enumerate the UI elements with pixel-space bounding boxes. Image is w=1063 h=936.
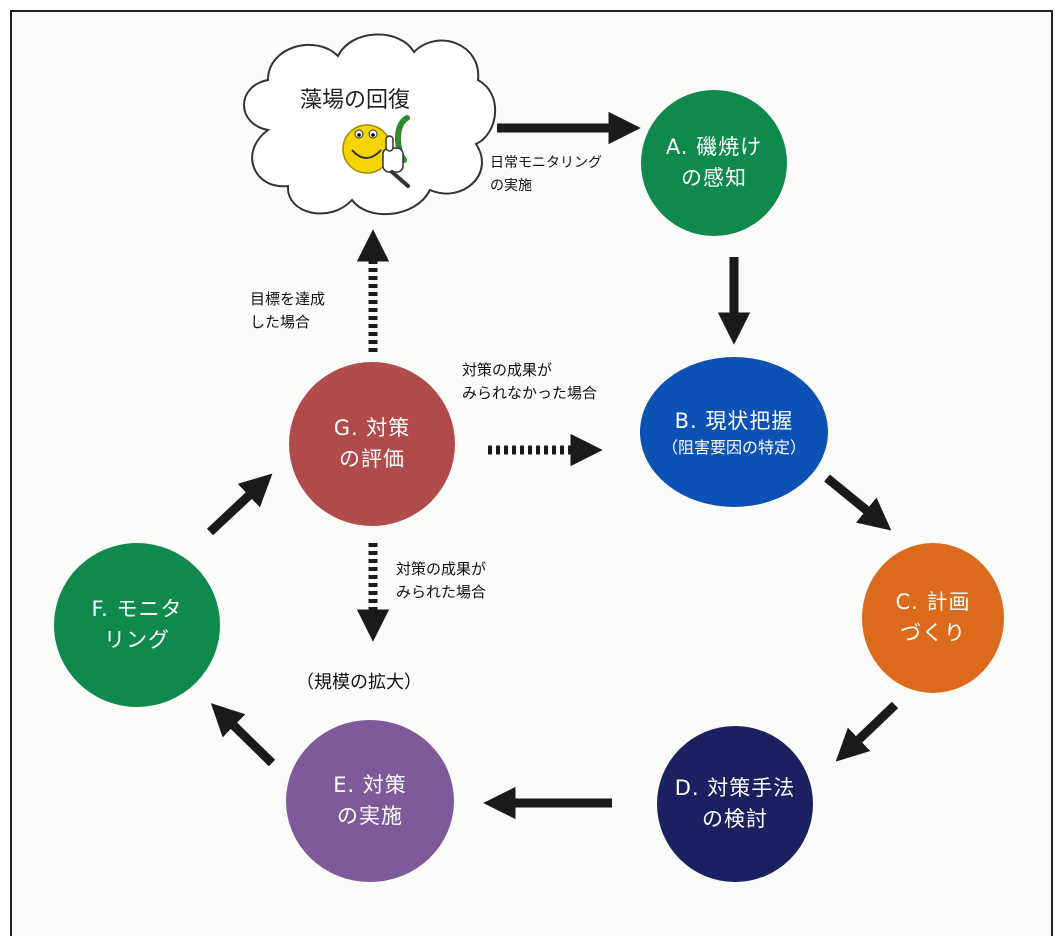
goal-cloud: [243, 33, 496, 216]
node-f-line1: F. モニタ: [91, 597, 183, 621]
node-c-planning: C. 計画 づくり: [862, 543, 1004, 693]
node-c-line1: C. 計画: [895, 590, 971, 614]
label-result-seen: 対策の成果が みられた場合: [396, 558, 486, 604]
arrow-c-to-d: [835, 701, 899, 762]
diagram-frame: [10, 10, 1053, 936]
node-g-line1: G. 対策: [333, 416, 411, 440]
node-d-line2: の検討: [702, 807, 768, 831]
label-result-seen-line2: みられた場合: [396, 583, 487, 601]
label-goal-achieved-line1: 目標を達成: [250, 290, 326, 308]
label-daily-monitoring-line2: の実施: [490, 178, 532, 194]
arrow-e-to-f: [210, 703, 276, 767]
label-no-result: 対策の成果が みられなかった場合: [462, 359, 597, 405]
label-scale-up: （規模の拡大）: [296, 672, 422, 693]
node-f-monitoring: F. モニタ リング: [54, 543, 220, 707]
node-b-status-assessment: B. 現状把握 （阻害要因の特定）: [640, 357, 828, 507]
node-d-line1: D. 対策手法: [674, 776, 796, 800]
node-a-line2: の感知: [681, 166, 747, 190]
arrow-b-to-c: [824, 474, 892, 531]
node-b-line1: B. 現状把握: [674, 408, 794, 433]
node-f-line2: リング: [104, 628, 170, 652]
smiley-thumbs-up-icon: [342, 115, 410, 188]
node-e-line2: の実施: [337, 804, 403, 828]
node-e-implementation: E. 対策 の実施: [286, 720, 454, 882]
arrow-f-to-g: [206, 473, 273, 536]
node-g-evaluation: G. 対策 の評価: [289, 362, 455, 526]
label-goal-achieved-line2: した場合: [250, 313, 311, 331]
label-goal-achieved: 目標を達成 した場合: [250, 288, 325, 334]
label-daily-monitoring-line1: 日常モニタリング: [490, 155, 602, 171]
label-daily-monitoring: 日常モニタリング の実施: [490, 152, 602, 198]
label-result-seen-line1: 対策の成果が: [396, 560, 487, 578]
label-no-result-line1: 対策の成果が: [462, 361, 553, 379]
goal-title: 藻場の回復: [299, 88, 410, 113]
node-a-detection: A. 磯焼け の感知: [641, 90, 787, 236]
node-b-line2: （阻害要因の特定）: [661, 437, 806, 457]
node-g-line2: の評価: [339, 447, 405, 471]
label-no-result-line2: みられなかった場合: [462, 384, 598, 402]
node-c-line2: づくり: [900, 621, 966, 645]
node-d-method-review: D. 対策手法 の検討: [657, 726, 813, 882]
node-e-line1: E. 対策: [333, 773, 407, 797]
node-a-line1: A. 磯焼け: [665, 135, 763, 159]
